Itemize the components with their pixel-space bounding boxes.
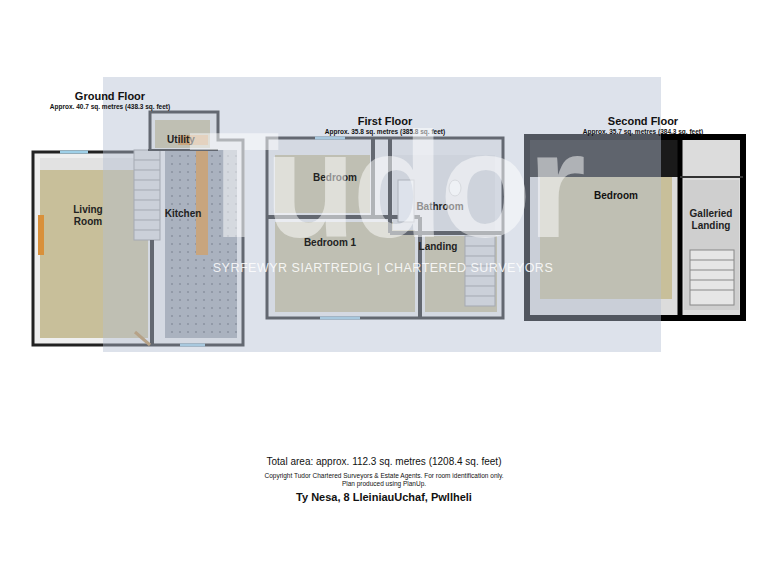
floor-name: Ground Floor bbox=[50, 90, 170, 103]
note: Plan produced using PlanUp. bbox=[342, 480, 426, 487]
room-name: Galleried Landing bbox=[685, 208, 737, 231]
watermark: SYRFEWYR SIARTREDIG | CHARTERED SURVEYOR… bbox=[213, 262, 553, 276]
note: Copyright Tudor Chartered Surveyors & Es… bbox=[264, 472, 503, 479]
room: Living Room bbox=[38, 158, 148, 338]
caption: Ty Nesa, 8 LleiniauUchaf, Pwllheli bbox=[296, 491, 472, 503]
room-name: Living Room bbox=[63, 204, 113, 227]
floor-area: Approx. 40.7 sq. metres (438.3 sq. feet) bbox=[50, 103, 170, 111]
note: Total area: approx. 112.3 sq. metres (12… bbox=[267, 456, 502, 467]
floor-heading: Second FloorApprox. 35.7 sq. metres (384… bbox=[583, 115, 703, 136]
floor-name: Second Floor bbox=[583, 115, 703, 128]
room-name: Bedroom bbox=[594, 190, 638, 202]
room: Galleried Landing bbox=[683, 180, 741, 312]
floor-area: Approx. 35.7 sq. metres (384.3 sq. feet) bbox=[583, 128, 703, 136]
floor-heading: Ground FloorApprox. 40.7 sq. metres (438… bbox=[50, 90, 170, 111]
watermark: Tudor bbox=[188, 103, 582, 268]
